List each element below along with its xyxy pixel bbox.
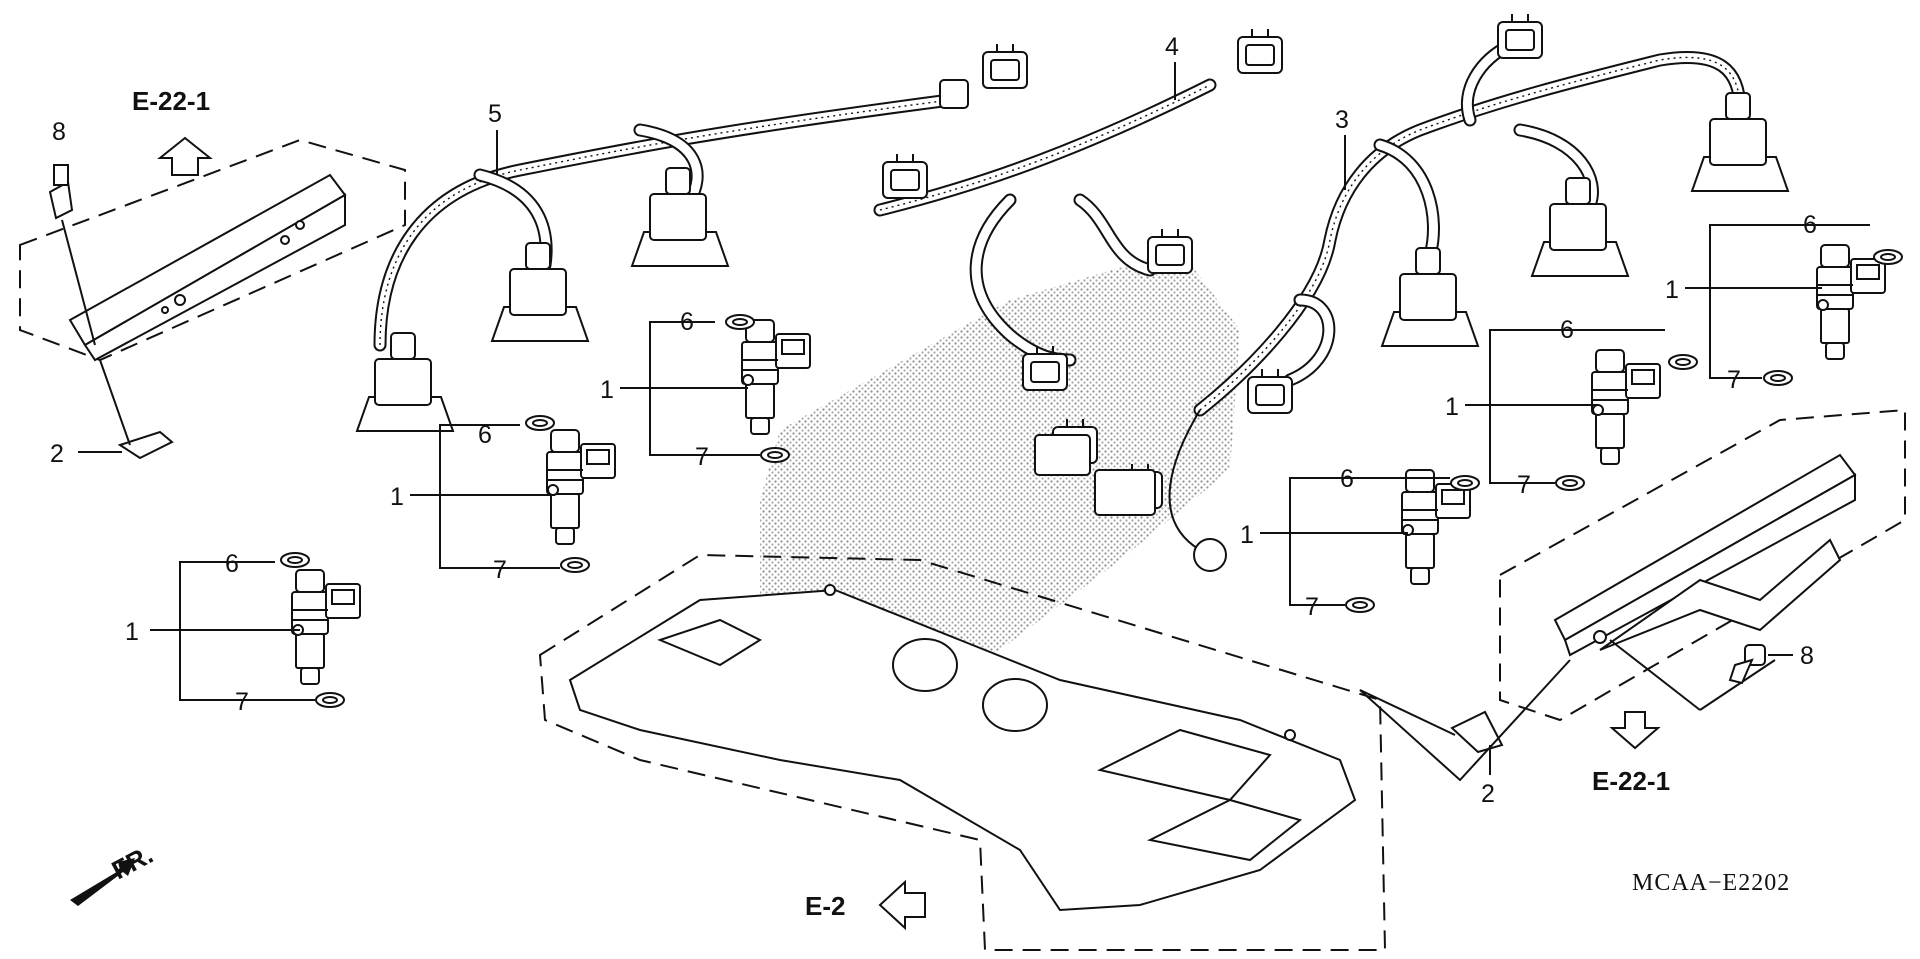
callout-7-d: 7 bbox=[1305, 593, 1319, 621]
injector-set-f bbox=[1685, 224, 1903, 386]
callout-1-a: 1 bbox=[125, 618, 139, 646]
diagram-code: MCAA−E2202 bbox=[1632, 870, 1790, 896]
injector-set-c bbox=[620, 314, 811, 463]
callout-2-right: 2 bbox=[1481, 780, 1495, 808]
fuel-rail-left-group bbox=[19, 138, 406, 362]
bolt-left bbox=[48, 164, 96, 346]
callout-1-e: 1 bbox=[1445, 393, 1459, 421]
callout-7-f: 7 bbox=[1727, 366, 1741, 394]
callout-6-c: 6 bbox=[680, 308, 694, 336]
injector-set-a bbox=[150, 552, 361, 708]
callout-7-b: 7 bbox=[493, 556, 507, 584]
callout-3: 3 bbox=[1335, 106, 1349, 134]
callout-7-c: 7 bbox=[695, 443, 709, 471]
fuel-rail-right-group bbox=[1499, 408, 1906, 722]
down-arrow-icon bbox=[1609, 711, 1661, 750]
callout-6-a: 6 bbox=[225, 550, 239, 578]
callout-8-left: 8 bbox=[52, 118, 66, 146]
callout-6-b: 6 bbox=[478, 421, 492, 449]
callout-1-c: 1 bbox=[600, 376, 614, 404]
ref-label-lower-right[interactable]: E-22-1 bbox=[1592, 766, 1670, 796]
callout-2-left: 2 bbox=[50, 440, 64, 468]
callout-7-e: 7 bbox=[1517, 471, 1531, 499]
callout-1-d: 1 bbox=[1240, 521, 1254, 549]
callout-6-f: 6 bbox=[1803, 211, 1817, 239]
callout-6-d: 6 bbox=[1340, 465, 1354, 493]
callout-8-right: 8 bbox=[1800, 642, 1814, 670]
callout-1-f: 1 bbox=[1665, 276, 1679, 304]
callout-6-e: 6 bbox=[1560, 316, 1574, 344]
callout-4: 4 bbox=[1165, 33, 1179, 61]
wire-harness-5 bbox=[356, 43, 1028, 432]
callout-7-a: 7 bbox=[235, 688, 249, 716]
bolt-right bbox=[1728, 644, 1793, 685]
ref-label-bottom[interactable]: E-2 bbox=[805, 891, 845, 921]
injector-set-b bbox=[410, 415, 616, 573]
injector-set-e bbox=[1465, 329, 1698, 491]
injector-set-d bbox=[1260, 469, 1480, 613]
stipple-background bbox=[760, 250, 1240, 700]
front-arrow-icon bbox=[70, 858, 135, 906]
left-arrow-icon bbox=[878, 879, 926, 931]
clip-right bbox=[1359, 659, 1571, 782]
ref-label-upper-left[interactable]: E-22-1 bbox=[132, 86, 210, 116]
intake-manifold bbox=[538, 553, 1387, 951]
up-arrow-icon bbox=[157, 136, 213, 176]
wire-harness-4 bbox=[873, 28, 1283, 391]
callout-5: 5 bbox=[488, 100, 502, 128]
clip-left bbox=[78, 359, 174, 460]
wire-harness-3 bbox=[1034, 13, 1789, 572]
callout-1-b: 1 bbox=[390, 483, 404, 511]
